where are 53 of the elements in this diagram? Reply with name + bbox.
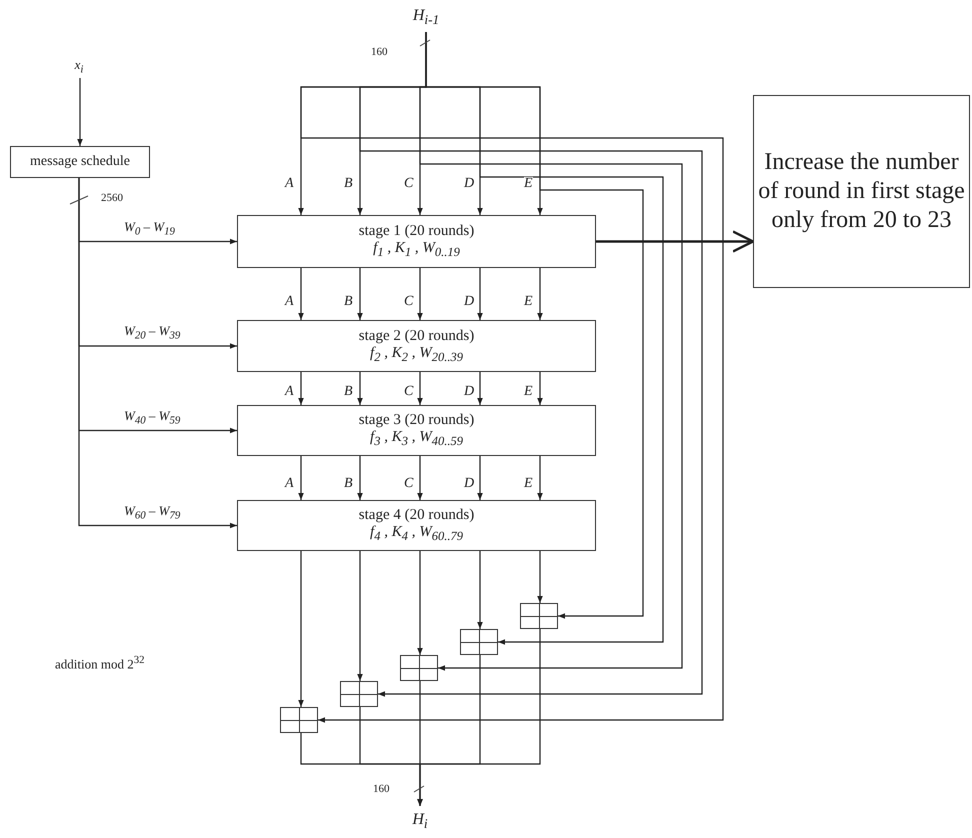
stage-title: stage 1 (20 rounds): [358, 223, 474, 240]
bus-width-label: 160: [370, 46, 388, 58]
edge-label: W$_{40}$ – W$_{59}$: [124, 408, 180, 426]
arrow: [298, 372, 304, 405]
arrow: [537, 268, 543, 320]
arrow: [417, 268, 423, 320]
arrow: [78, 178, 237, 528]
process-box: message schedule: [10, 146, 150, 178]
arrow: [477, 268, 483, 320]
symbol-label: x$_{i}$: [64, 56, 94, 78]
bus-width-label: 2560: [100, 192, 124, 204]
arrow: [596, 230, 754, 253]
stage-box: [237, 405, 596, 456]
arrow: [477, 551, 483, 629]
edge-label: W$_{0}$ – W$_{19}$: [124, 220, 175, 237]
stage-parameters: f$_{3}$ , K$_{3}$ , W$_{40..59}$: [370, 429, 463, 449]
stage-title: stage 2 (20 rounds): [358, 328, 474, 345]
symbol-label: H$_{i}$: [404, 806, 436, 836]
stage-box: [237, 500, 596, 551]
stage-parameters: f$_{4}$ , K$_{4}$ , W$_{60..79}$: [370, 524, 463, 544]
arrow: [417, 456, 423, 500]
arrow: [417, 551, 423, 655]
stage-title: stage 4 (20 rounds): [358, 507, 474, 524]
stage-parameters: f$_{1}$ , K$_{1}$ , W$_{0..19}$: [373, 240, 460, 260]
arrow: [298, 268, 304, 320]
bus-width-label: 160: [372, 783, 390, 795]
adder-box: [520, 603, 558, 629]
arrow: [357, 268, 363, 320]
stage-title: stage 3 (20 rounds): [358, 412, 474, 430]
arrow: [298, 456, 304, 500]
note-box: Increase the number of round in first stage only from 20 to 23: [753, 95, 970, 288]
arrow: [477, 456, 483, 500]
arrow: [537, 372, 543, 405]
adder-box: [340, 681, 378, 707]
stage-box: [237, 320, 596, 372]
stage-box: [237, 215, 596, 268]
arrow: [417, 629, 541, 806]
arrow: [298, 551, 304, 707]
adder-box: [280, 707, 318, 733]
edge-label: W$_{60}$ – W$_{79}$: [124, 504, 180, 521]
adder-box: [400, 655, 438, 681]
arrow: [417, 372, 423, 405]
arrow: [77, 78, 83, 146]
adder-box: [460, 629, 498, 655]
arrow: [477, 372, 483, 405]
arrow: [357, 372, 363, 405]
edge-label: W$_{20}$ – W$_{39}$: [124, 324, 180, 342]
symbol-label: H$_{i-1}$: [398, 2, 454, 32]
arrow: [357, 456, 363, 500]
arrow: [537, 456, 543, 500]
arrow: [537, 551, 543, 603]
arrow: [357, 551, 363, 681]
stage-parameters: f$_{2}$ , K$_{2}$ , W$_{20..39}$: [370, 344, 463, 364]
